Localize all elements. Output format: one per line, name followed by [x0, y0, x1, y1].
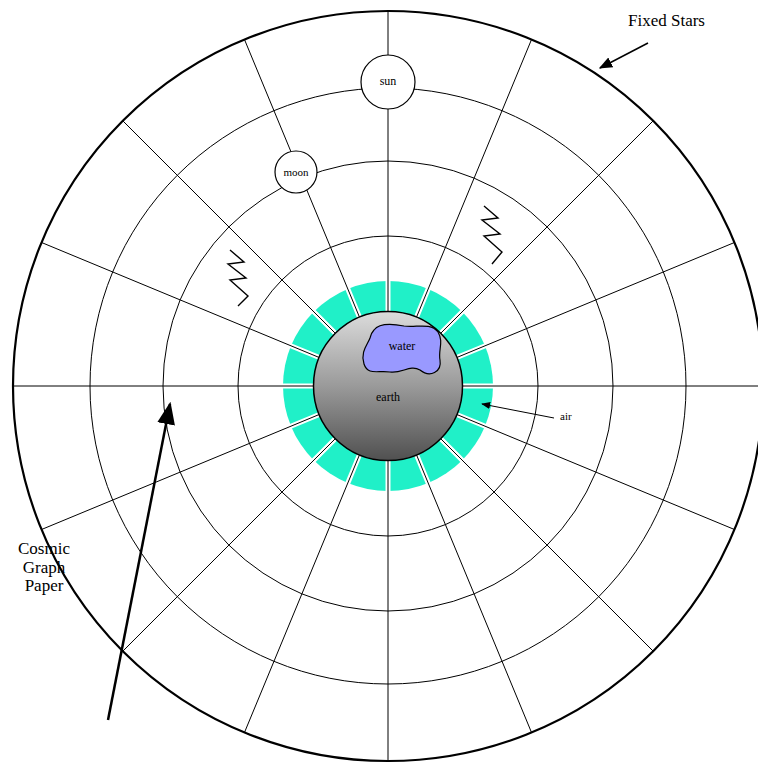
- lightning-symbol: [482, 206, 502, 264]
- radial-line: [441, 121, 653, 333]
- fixed-stars-sphere: [13, 11, 758, 761]
- node-label: earth: [376, 391, 400, 404]
- circle-outline: [275, 151, 317, 193]
- radial-line: [123, 439, 335, 651]
- node-label: water: [389, 340, 416, 353]
- node-label: moon: [283, 166, 308, 178]
- earth-sphere: earth water: [313, 311, 463, 461]
- radial-line: [388, 461, 389, 761]
- radial-line: [244, 40, 359, 317]
- water-outline: [363, 324, 441, 373]
- sun-circle: sun: [360, 54, 416, 110]
- radial-line: [457, 415, 734, 530]
- leader-arrow: [108, 404, 170, 720]
- radial-line: [42, 415, 319, 530]
- radial-lines: [13, 11, 758, 761]
- lightning-symbol: [228, 250, 248, 306]
- node-label: sun: [380, 75, 397, 88]
- moon-circle: moon: [274, 150, 318, 194]
- water-region: water: [360, 320, 444, 378]
- leader-arrow: [600, 43, 648, 68]
- air-label: air: [560, 410, 572, 422]
- circle-outline: [361, 55, 415, 109]
- leader-arrow: [482, 404, 554, 418]
- radial-line: [13, 386, 313, 387]
- radial-line: [42, 242, 319, 357]
- radial-line: [123, 121, 335, 333]
- radial-line: [457, 242, 734, 357]
- radial-line: [463, 386, 758, 387]
- earth-outline: [314, 312, 463, 461]
- cosmic-graph-paper-label: Cosmic Graph Paper: [12, 540, 76, 596]
- fixed-stars-label: Fixed Stars: [628, 12, 705, 31]
- radial-line: [441, 439, 653, 651]
- radial-line: [417, 40, 532, 317]
- radial-line: [417, 455, 532, 732]
- radial-line: [244, 455, 359, 732]
